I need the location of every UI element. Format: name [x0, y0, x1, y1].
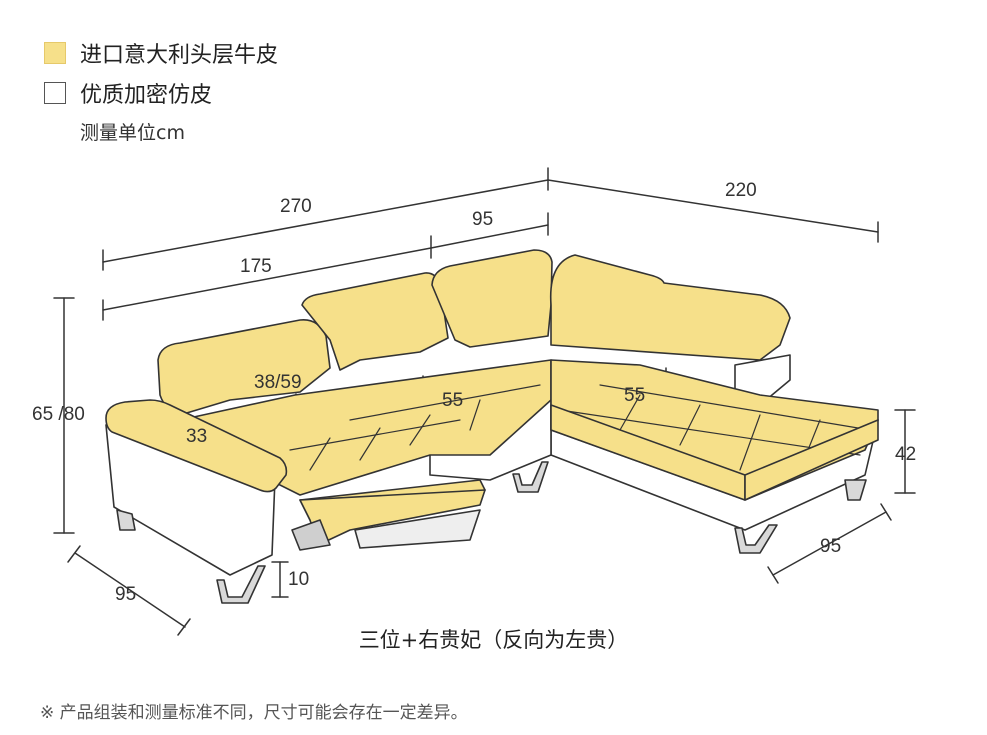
dim-corner-width: 95 — [472, 209, 493, 230]
unit-note: 测量单位cm — [80, 122, 185, 144]
leather-swatch — [44, 42, 66, 64]
dim-seat-right: 55 — [624, 385, 645, 406]
leg-left-front — [216, 565, 266, 604]
sofa-body — [105, 249, 879, 604]
chaise-end — [744, 419, 879, 501]
backrest-right — [549, 254, 791, 361]
recliner-plate — [354, 509, 481, 549]
caption: 三位+右贵妃（反向为左贵） — [358, 628, 629, 652]
legend-item-leather: 进口意大利头层牛皮 — [44, 37, 278, 69]
left-arm-top — [105, 399, 288, 493]
leg-left-back — [116, 509, 136, 531]
dim-overall-right: 220 — [725, 180, 757, 201]
faux-swatch — [44, 82, 66, 104]
footnote: ※ 产品组装和测量标准不同，尺寸可能会存在一定差异。 — [40, 703, 468, 723]
dim-seat-left: 55 — [442, 390, 463, 411]
dim-arm-width: 33 — [186, 426, 207, 447]
dimension-labels: 270 220 175 95 38/59 33 55 55 65 /80 10 … — [32, 180, 916, 605]
leg-right-back — [844, 479, 867, 501]
backrest-corner — [431, 249, 553, 348]
dim-overall-left: 270 — [280, 196, 312, 217]
dim-back-height: 38/59 — [254, 372, 302, 393]
dim-leg-height: 10 — [288, 569, 309, 590]
leg-right-front — [734, 524, 778, 554]
dim-depth-right: 95 — [820, 536, 841, 557]
recliner-mechanism — [291, 519, 331, 551]
leg-center — [512, 461, 549, 493]
legend-label-faux: 优质加密仿皮 — [80, 83, 213, 108]
dim-seat-height: 42 — [895, 444, 916, 465]
dim-depth-left: 95 — [115, 584, 136, 605]
backrest-seat2 — [301, 272, 449, 371]
dim-total-height: 65 /80 — [32, 404, 85, 425]
legend-item-faux: 优质加密仿皮 — [44, 77, 212, 109]
legend-label-leather: 进口意大利头层牛皮 — [80, 43, 279, 68]
recliner-footrest-front — [299, 489, 486, 546]
dim-three-seat: 175 — [240, 256, 272, 277]
